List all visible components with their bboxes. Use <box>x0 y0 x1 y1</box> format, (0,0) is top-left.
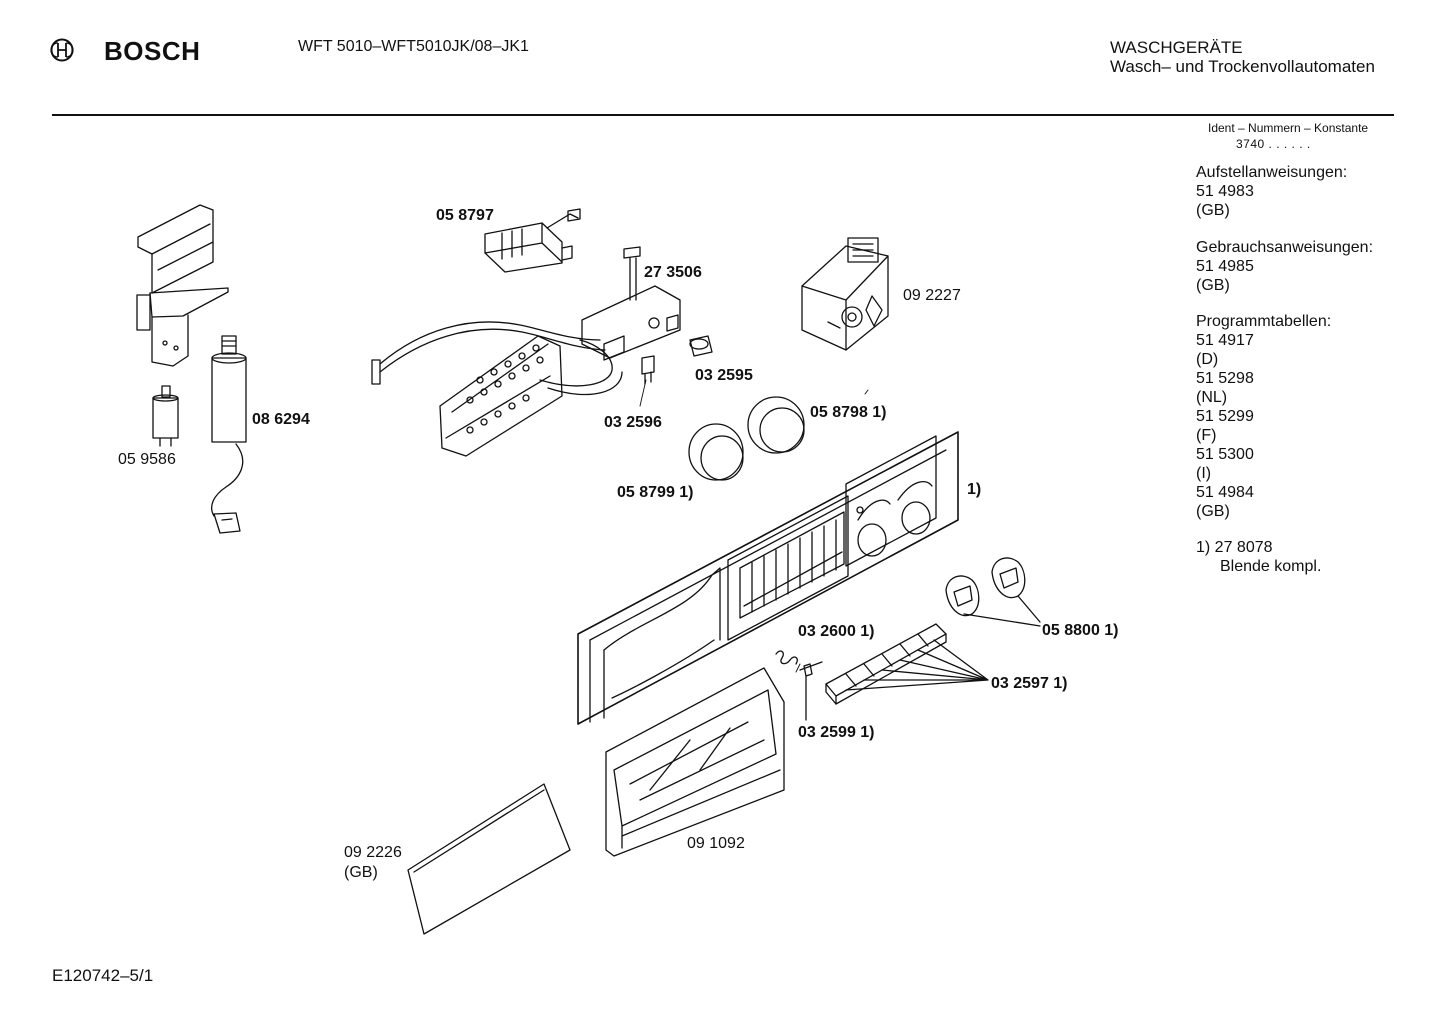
doc-line: 51 4985 <box>1196 257 1254 275</box>
doc-line: (D) <box>1196 351 1219 369</box>
doc-line: 51 4983 <box>1196 182 1254 200</box>
doc-line: Programmtabellen: <box>1196 313 1332 331</box>
part-label-032599: 03 2599 1) <box>798 724 875 741</box>
doc-line: 51 5300 <box>1196 445 1254 463</box>
part-label-092226: 09 2226 <box>344 844 402 861</box>
part-label-058797: 05 8797 <box>436 207 494 224</box>
part-label-091092: 09 1092 <box>687 835 745 852</box>
brand-name: BOSCH <box>104 36 201 66</box>
knob-ring-small-drawing <box>688 423 744 481</box>
part-label-032597: 03 2597 1) <box>991 675 1068 692</box>
spring-drawing <box>775 650 798 665</box>
rotary-switch-drawing <box>484 208 581 273</box>
part-label-092227: 09 2227 <box>903 287 961 304</box>
timer-drawing <box>801 237 889 351</box>
part-label-086294: 08 6294 <box>252 411 310 428</box>
doc-line: (NL) <box>1196 389 1228 407</box>
large-capacitor-drawing <box>211 335 247 534</box>
doc-line: (F) <box>1196 426 1217 444</box>
part-label-273506: 27 3506 <box>644 264 702 281</box>
doc-line: Aufstellanweisungen: <box>1196 164 1348 181</box>
push-button-row-drawing <box>825 623 989 705</box>
part-label-058798: 05 8798 1) <box>810 404 887 421</box>
category-subtitle: Wasch– und Trockenvollautomaten <box>1110 57 1375 76</box>
ident-value: 3740 . . . . . . <box>1236 137 1311 151</box>
category-title: WASCHGERÄTE <box>1110 38 1243 57</box>
part-label-032600: 03 2600 1) <box>798 623 875 640</box>
part-label-058799: 05 8799 1) <box>617 484 694 501</box>
leader-lines <box>639 379 869 673</box>
doc-line: 1) 27 8078 <box>1196 539 1273 557</box>
doc-line: (GB) <box>1196 502 1230 520</box>
doc-line: (GB) <box>1196 276 1230 294</box>
part-label-058800: 05 8800 1) <box>1042 622 1119 639</box>
doc-line: 51 5298 <box>1196 370 1254 388</box>
model-number: WFT 5010–WFT5010JK/08–JK1 <box>298 38 529 55</box>
part-label-092226-gb: (GB) <box>344 864 378 881</box>
led-row-drawing <box>466 344 544 434</box>
bosch-logo-icon <box>50 38 74 62</box>
part-label-059586: 05 9586 <box>118 451 176 468</box>
doc-note: Blende kompl. <box>1220 558 1322 576</box>
doc-line: Gebrauchsanweisungen: <box>1196 238 1374 256</box>
part-label-032595: 03 2595 <box>695 367 753 384</box>
doc-line: 51 5299 <box>1196 407 1254 425</box>
small-capacitor-drawing <box>152 385 179 447</box>
part-label-032596: 03 2596 <box>604 414 662 431</box>
programmer-board-drawing <box>371 321 623 457</box>
knob-ring-large-drawing <box>747 396 805 454</box>
lamp-drawing <box>689 335 713 357</box>
doc-line: 51 4917 <box>1196 332 1254 350</box>
drawing-code: E120742–5/1 <box>52 966 154 985</box>
display-cover-drawing <box>605 667 785 857</box>
circuit-board-drawing <box>581 246 681 361</box>
part-label-panel: 1) <box>967 481 981 498</box>
doc-line: (GB) <box>1196 201 1230 219</box>
header-divider <box>52 114 1394 116</box>
part-labels: 05 8797 27 3506 09 2227 03 2595 03 2596 … <box>118 207 1119 881</box>
documentation-list: Aufstellanweisungen: 51 4983 (GB) Gebrau… <box>1196 164 1373 577</box>
ident-label: Ident – Nummern – Konstante <box>1208 121 1369 135</box>
knob-drawing <box>945 557 1041 627</box>
control-panel-drawing <box>577 431 959 725</box>
doc-line: (I) <box>1196 464 1212 482</box>
doc-line: 51 4984 <box>1196 483 1254 501</box>
mounting-bracket-drawing <box>136 204 229 367</box>
actuator-rod-drawing <box>799 661 823 721</box>
insert-panel-drawing <box>407 783 571 935</box>
lamp-holder-drawing <box>641 355 655 385</box>
